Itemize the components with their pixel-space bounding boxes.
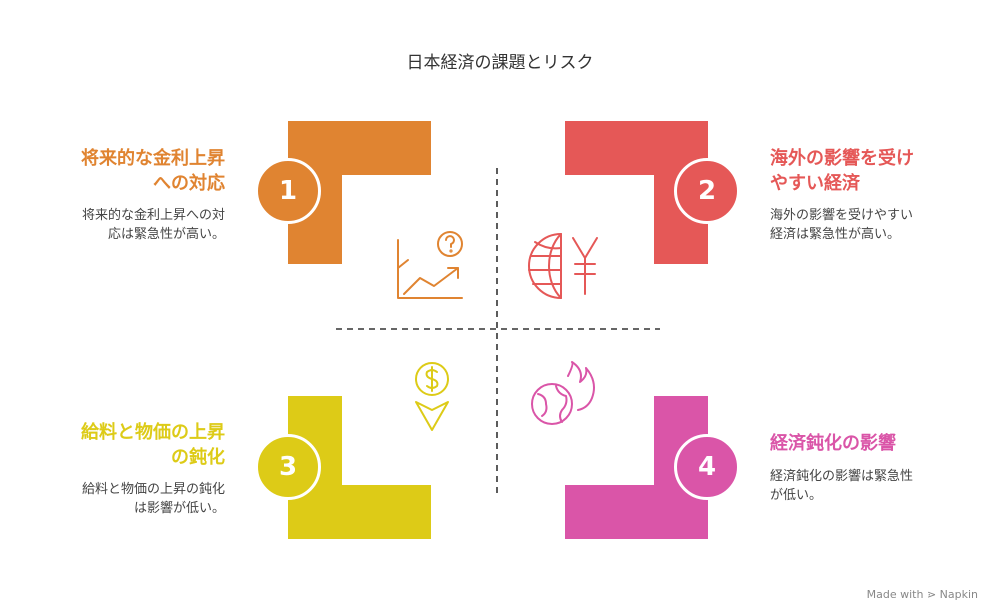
q3-heading: 給料と物価の上昇 の鈍化	[40, 420, 225, 470]
q3-heading-line: の鈍化	[171, 447, 225, 468]
q4-description: 経済鈍化の影響は緊急性 が低い。	[770, 467, 970, 505]
q3-desc-line: は影響が低い。	[133, 501, 225, 516]
napkin-watermark: Made with ⋗ Napkin	[866, 588, 978, 601]
q3-number-badge: 3	[255, 434, 321, 500]
q2-heading: 海外の影響を受け やすい経済	[770, 146, 970, 196]
coin-down-icon	[415, 362, 449, 431]
q3-block	[288, 396, 431, 539]
q2-desc-line: 海外の影響を受けやすい	[770, 208, 914, 223]
q1-number-badge: 1	[255, 158, 321, 224]
q3-desc-line: 給料と物価の上昇の鈍化	[81, 482, 225, 497]
burning-globe-icon	[531, 361, 595, 425]
q1-description: 将来的な金利上昇への対 応は緊急性が高い。	[40, 206, 225, 244]
q2-desc-line: 経済は緊急性が高い。	[770, 227, 901, 242]
q2-number-badge: 2	[674, 158, 740, 224]
q1-heading: 将来的な金利上昇 への対応	[40, 146, 225, 196]
globe-yen-icon	[528, 233, 598, 299]
q1-heading-line: 将来的な金利上昇	[81, 148, 225, 169]
q1-heading-line: への対応	[153, 173, 225, 194]
q3-heading-line: 給料と物価の上昇	[81, 422, 225, 443]
page-title: 日本経済の課題とリスク	[406, 53, 594, 73]
chart-question-icon	[397, 231, 463, 299]
q4-heading: 経済鈍化の影響	[770, 431, 970, 456]
q1-desc-line: 将来的な金利上昇への対	[81, 208, 225, 223]
q2-heading-line: やすい経済	[770, 173, 860, 194]
q3-description: 給料と物価の上昇の鈍化 は影響が低い。	[40, 480, 225, 518]
q2-heading-line: 海外の影響を受け	[770, 148, 914, 169]
q4-heading-line: 経済鈍化の影響	[770, 433, 896, 454]
q4-desc-line: が低い。	[770, 488, 823, 503]
q2-description: 海外の影響を受けやすい 経済は緊急性が高い。	[770, 206, 970, 244]
q4-block	[565, 396, 708, 539]
q1-desc-line: 応は緊急性が高い。	[107, 227, 225, 242]
q2-block	[565, 121, 708, 264]
q4-desc-line: 経済鈍化の影響は緊急性	[770, 469, 914, 484]
q4-number-badge: 4	[674, 434, 740, 500]
q1-block	[288, 121, 431, 264]
